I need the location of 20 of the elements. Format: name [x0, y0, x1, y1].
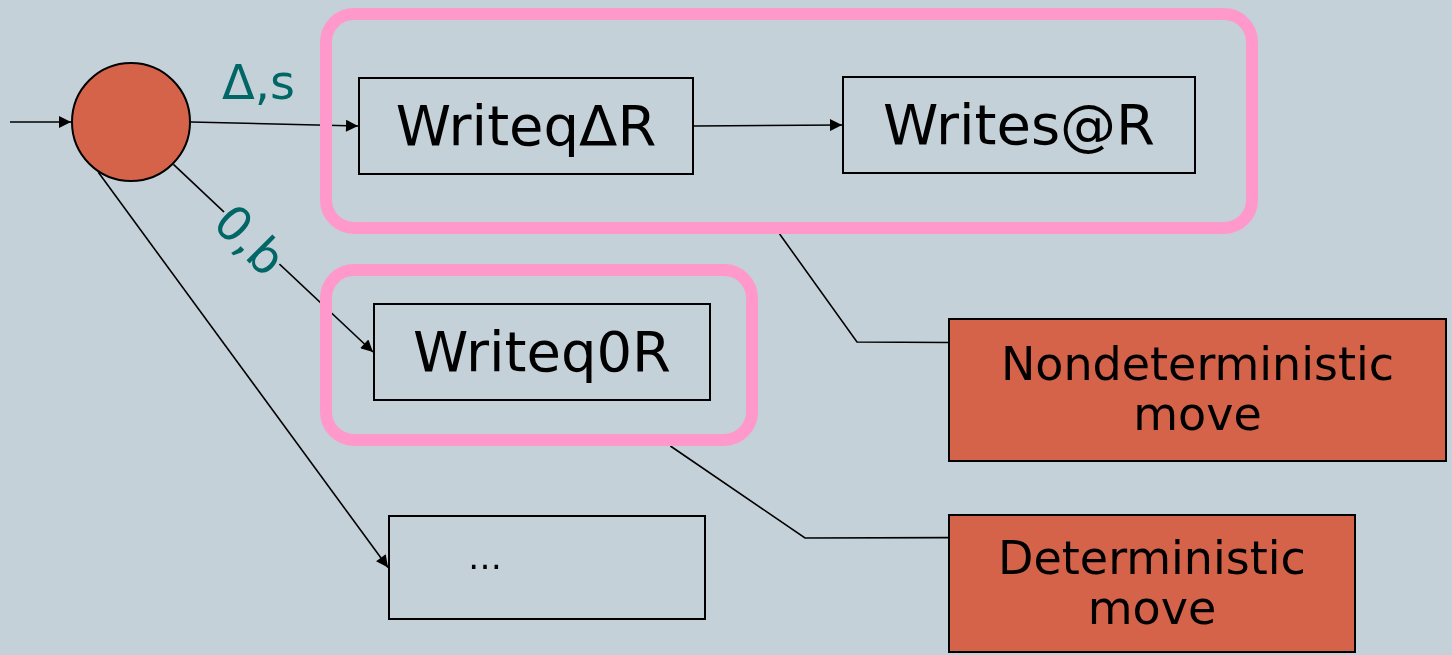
arrow: [693, 119, 843, 132]
arrow: [190, 119, 359, 132]
state-box: [842, 76, 1196, 174]
leader-line: [778, 233, 949, 344]
leader-line: [669, 445, 949, 539]
state-box: [373, 303, 711, 401]
arrow: [97, 171, 389, 569]
arrow: [9, 116, 72, 128]
state-box: [358, 77, 694, 175]
state-label: …: [468, 539, 502, 576]
state-label: Writes@R: [883, 94, 1155, 156]
callout-box: [948, 318, 1447, 462]
state-label: Writeq0R: [413, 321, 671, 383]
callout-box: [948, 514, 1356, 653]
state-label: WriteqΔR: [395, 95, 657, 157]
state-box: [388, 515, 706, 620]
highlight-frame: [320, 8, 1258, 234]
callout-text: Nondeterministic move: [999, 340, 1396, 440]
highlight-frame: [320, 264, 758, 446]
callout-text: Deterministic move: [997, 533, 1307, 634]
